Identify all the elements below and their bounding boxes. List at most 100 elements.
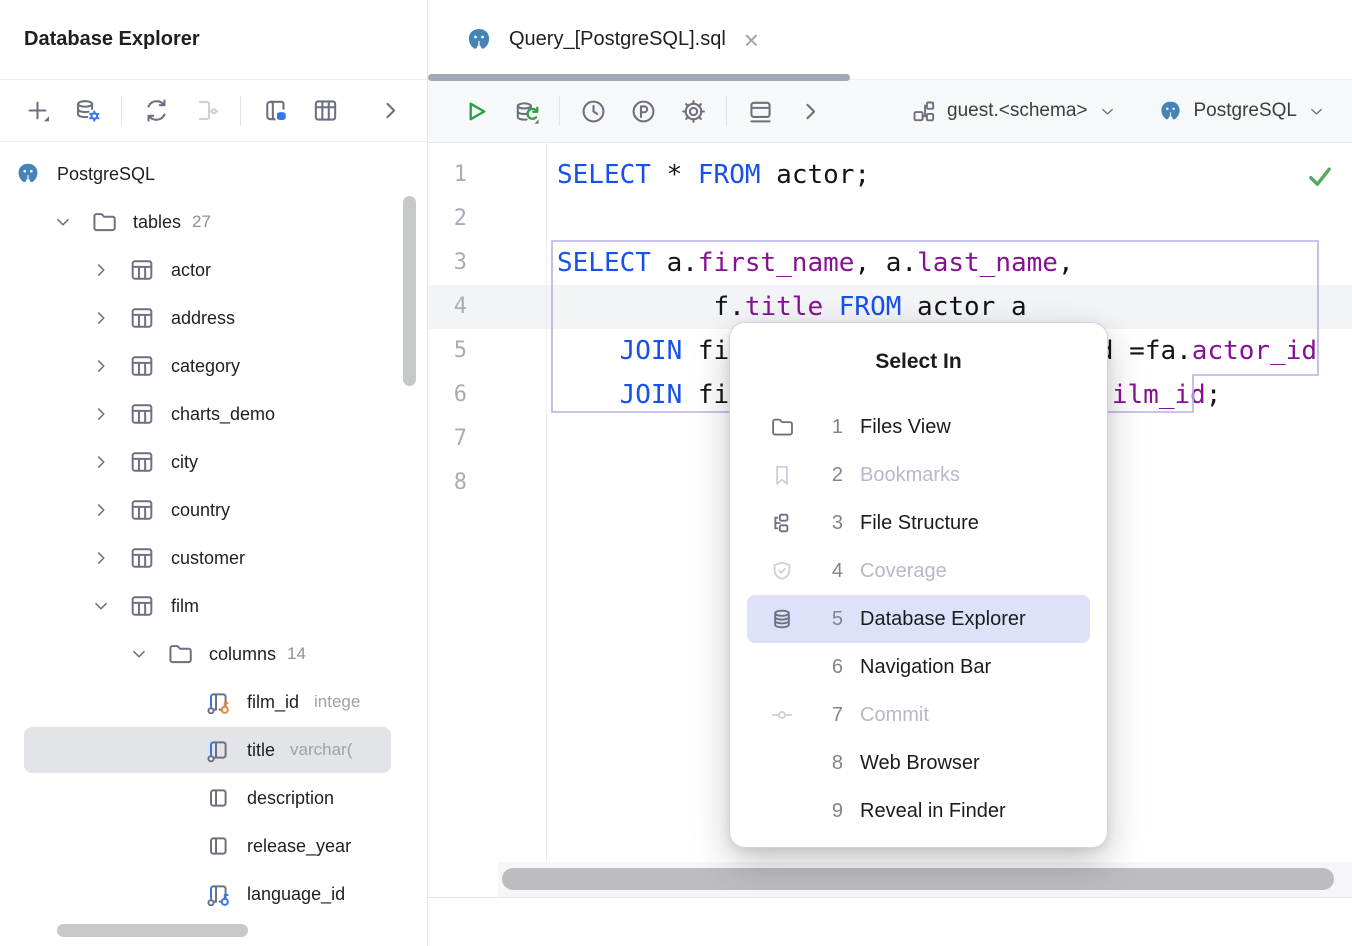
chevron-right-icon[interactable] — [90, 307, 128, 329]
menu-item[interactable]: 3 File Structure — [747, 499, 1090, 547]
tree-item[interactable]: film — [0, 582, 427, 630]
postgres-icon — [14, 160, 42, 188]
column-fk-icon — [204, 880, 232, 908]
menu-item[interactable]: 5 Database Explorer — [747, 595, 1090, 643]
history-button[interactable] — [569, 91, 617, 131]
schema-icon — [910, 98, 937, 125]
menu-item[interactable]: 8 Web Browser — [747, 739, 1090, 787]
tree-item[interactable]: tables 27 — [0, 198, 427, 246]
tree-item[interactable]: PostgreSQL — [0, 150, 427, 198]
menu-item[interactable]: 9 Reveal in Finder — [747, 787, 1090, 835]
more-actions-button[interactable] — [786, 91, 834, 131]
database-settings-icon — [73, 96, 102, 125]
in-editor-results-button[interactable] — [736, 91, 784, 131]
code-line[interactable]: 1 SELECT * FROM actor; — [428, 153, 1352, 197]
bookmark-icon — [769, 462, 795, 488]
add-button[interactable] — [14, 91, 60, 131]
chevron-right-icon[interactable] — [90, 451, 128, 473]
active-tab-indicator — [428, 74, 850, 81]
tree-item[interactable]: columns 14 — [0, 630, 427, 678]
code-line[interactable]: 7 — [428, 417, 1352, 461]
editor-hscroll-thumb[interactable] — [502, 868, 1334, 890]
tree-item[interactable]: customer — [0, 534, 427, 582]
refresh-button[interactable] — [133, 91, 179, 131]
menu-item-label: Commit — [860, 703, 929, 726]
tree-item[interactable]: title varchar( — [0, 726, 427, 774]
in-editor-results-icon — [746, 97, 775, 126]
code-token: FROM — [838, 292, 902, 322]
tree-item-label: category — [171, 355, 241, 376]
tree-item[interactable]: category — [0, 342, 427, 390]
chevron-down-icon[interactable] — [128, 643, 166, 665]
code-token: first_name — [697, 248, 855, 278]
run-button[interactable] — [452, 91, 500, 131]
data-source-settings-button[interactable] — [64, 91, 110, 131]
code-token: ilm_id — [1111, 380, 1206, 410]
close-icon[interactable]: × — [743, 24, 759, 55]
menu-item[interactable]: 4 Coverage — [747, 547, 1090, 595]
database-explorer-toolbar — [0, 80, 427, 142]
tree-item[interactable]: address — [0, 294, 427, 342]
profiler-button[interactable] — [619, 91, 667, 131]
chevron-right-icon[interactable] — [90, 499, 128, 521]
tree-item-label: customer — [171, 547, 246, 568]
line-number: 4 — [453, 294, 467, 319]
chevron-right-icon[interactable] — [90, 259, 128, 281]
tree-item[interactable]: release_year — [0, 822, 427, 870]
chevron-down-icon[interactable] — [90, 595, 128, 617]
code-token: SELECT — [557, 248, 651, 278]
menu-item-label: Database Explorer — [860, 607, 1026, 630]
menu-item[interactable]: 6 Navigation Bar — [747, 643, 1090, 691]
toolbar-divider — [121, 95, 122, 126]
table-view-button[interactable] — [302, 91, 348, 131]
disconnect-button[interactable] — [183, 91, 229, 131]
tree-item[interactable]: description — [0, 774, 427, 822]
execute-in-console-button[interactable] — [502, 91, 550, 131]
line-number: 6 — [453, 382, 467, 407]
query-console-button[interactable] — [252, 91, 298, 131]
code-token: actor_id — [1191, 336, 1318, 366]
tree-item-label: address — [171, 307, 236, 328]
chevron-right-icon[interactable] — [90, 547, 128, 569]
more-actions-button[interactable] — [367, 91, 413, 131]
menu-item-label: Bookmarks — [860, 463, 961, 486]
tree-item-label: release_year — [247, 835, 352, 856]
dialect-selector[interactable]: PostgreSQL — [1157, 98, 1327, 125]
chevron-down-icon[interactable] — [52, 211, 90, 233]
code-line[interactable]: 3 SELECT a.first_name, a.last_name, — [428, 241, 1352, 285]
chevron-right-icon[interactable] — [90, 355, 128, 377]
tree-item-label: columns — [209, 643, 277, 664]
menu-item-number: 5 — [831, 607, 843, 630]
column-icon — [204, 784, 232, 812]
code-line-text — [546, 461, 557, 505]
settings-button[interactable] — [669, 91, 717, 131]
menu-item[interactable]: 2 Bookmarks — [747, 451, 1090, 499]
code-line-text: SELECT * FROM actor; — [546, 153, 870, 197]
structure-icon — [769, 510, 795, 536]
dialect-selector-label: PostgreSQL — [1193, 100, 1298, 121]
column-idx-icon — [204, 736, 232, 764]
table-icon — [128, 448, 156, 476]
tree-item-label: film — [171, 595, 199, 616]
menu-item[interactable]: 7 Commit — [747, 691, 1090, 739]
tree-item[interactable]: country — [0, 486, 427, 534]
code-line[interactable]: 8 — [428, 461, 1352, 505]
tree-item[interactable]: language_id — [0, 870, 427, 918]
column-icon — [204, 832, 232, 860]
tree-item[interactable]: film_id intege — [0, 678, 427, 726]
menu-item[interactable]: 1 Files View — [747, 403, 1090, 451]
tree-item[interactable]: actor — [0, 246, 427, 294]
tree-vertical-scrollbar[interactable] — [403, 196, 416, 386]
code-line[interactable]: 2 — [428, 197, 1352, 241]
tree-item[interactable]: charts_demo — [0, 390, 427, 438]
chevron-right-icon[interactable] — [90, 403, 128, 425]
editor-tab[interactable]: Query_[PostgreSQL].sql × — [428, 25, 759, 55]
tree-horizontal-scrollbar[interactable] — [57, 924, 248, 937]
code-token: a. — [650, 248, 698, 278]
tree-item[interactable]: city — [0, 438, 427, 486]
code-token: d =fa. — [1097, 336, 1192, 366]
menu-item-number: 4 — [831, 559, 843, 582]
schema-selector[interactable]: guest.<schema> — [910, 98, 1116, 125]
menu-item-label: Navigation Bar — [860, 655, 992, 678]
refresh-icon — [142, 96, 171, 125]
